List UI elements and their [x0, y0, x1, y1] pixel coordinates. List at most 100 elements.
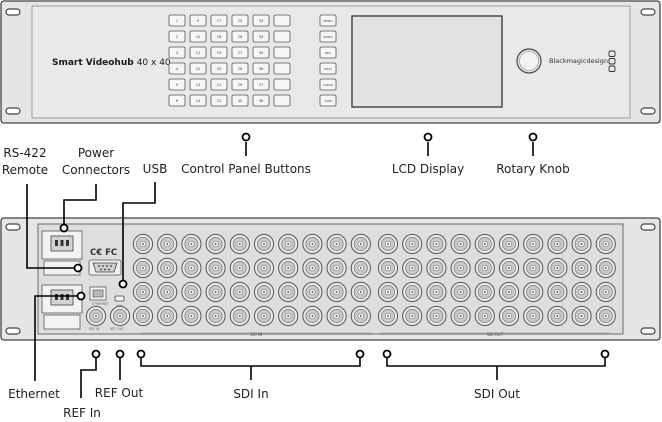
function-button[interactable]: CLEAR	[319, 78, 337, 91]
crosspoint-button[interactable]: 4	[168, 62, 186, 75]
crosspoint-button[interactable]: 19	[210, 46, 228, 59]
sdi-in-connector[interactable]	[229, 233, 250, 255]
sdi-in-connector[interactable]	[181, 305, 202, 327]
crosspoint-button[interactable]	[273, 78, 291, 91]
function-button[interactable]: DEST	[319, 62, 337, 75]
function-button[interactable]: TAKE	[319, 94, 337, 107]
function-button[interactable]: MENU	[319, 14, 337, 27]
ref-out-connector[interactable]	[109, 305, 131, 327]
sdi-out-connector[interactable]	[426, 305, 447, 327]
crosspoint-button[interactable]	[273, 14, 291, 27]
crosspoint-button[interactable]: 37	[252, 78, 270, 91]
sdi-out-connector[interactable]	[523, 257, 544, 279]
sdi-in-connector[interactable]	[253, 233, 275, 255]
sdi-out-connector[interactable]	[498, 233, 520, 255]
crosspoint-button[interactable]: 6	[168, 94, 186, 107]
crosspoint-button[interactable]: 5	[168, 78, 186, 91]
sdi-in-connector[interactable]	[205, 257, 226, 279]
sdi-in-connector[interactable]	[157, 305, 178, 327]
sdi-in-connector[interactable]	[253, 305, 275, 327]
sdi-out-connector[interactable]	[595, 305, 616, 327]
crosspoint-button[interactable]: 2	[168, 30, 186, 43]
crosspoint-button[interactable]: 21	[210, 78, 228, 91]
sdi-in-connector[interactable]	[205, 281, 226, 303]
sdi-in-connector[interactable]	[157, 281, 178, 303]
sdi-out-connector[interactable]	[474, 305, 495, 327]
sdi-in-connector[interactable]	[253, 281, 275, 303]
sdi-in-connector[interactable]	[302, 281, 323, 303]
crosspoint-button[interactable]: 18	[210, 30, 228, 43]
crosspoint-button[interactable]: 25	[231, 14, 249, 27]
crosspoint-button[interactable]	[273, 94, 291, 107]
function-button[interactable]: REC	[319, 46, 337, 59]
sdi-in-connector[interactable]	[278, 281, 299, 303]
crosspoint-button[interactable]: 22	[210, 94, 228, 107]
function-button[interactable]: VIDEO	[319, 30, 337, 43]
sdi-in-connector[interactable]	[132, 233, 154, 255]
rotary-knob[interactable]	[516, 48, 542, 74]
crosspoint-button[interactable]: 26	[231, 30, 249, 43]
sdi-in-connector[interactable]	[229, 281, 250, 303]
crosspoint-button[interactable]: 38	[252, 94, 270, 107]
crosspoint-button[interactable]: 30	[231, 94, 249, 107]
sdi-out-connector[interactable]	[498, 257, 520, 279]
sdi-out-connector[interactable]	[595, 281, 616, 303]
sdi-out-connector[interactable]	[402, 257, 423, 279]
crosspoint-button[interactable]	[273, 30, 291, 43]
crosspoint-button[interactable]: 9	[189, 14, 207, 27]
sdi-in-connector[interactable]	[302, 233, 323, 255]
sdi-out-connector[interactable]	[450, 305, 471, 327]
sdi-in-connector[interactable]	[326, 257, 347, 279]
sdi-in-connector[interactable]	[278, 233, 299, 255]
sdi-out-connector[interactable]	[547, 233, 568, 255]
crosspoint-button[interactable]: 17	[210, 14, 228, 27]
sdi-in-connector[interactable]	[350, 257, 371, 279]
sdi-out-connector[interactable]	[571, 257, 592, 279]
crosspoint-button[interactable]: 27	[231, 46, 249, 59]
sdi-out-connector[interactable]	[523, 281, 544, 303]
crosspoint-button[interactable]: 1	[168, 14, 186, 27]
sdi-out-connector[interactable]	[450, 281, 471, 303]
crosspoint-button[interactable]: 36	[252, 62, 270, 75]
sdi-out-connector[interactable]	[547, 281, 568, 303]
crosspoint-button[interactable]: 28	[231, 62, 249, 75]
sdi-in-connector[interactable]	[326, 281, 347, 303]
sdi-out-connector[interactable]	[450, 233, 471, 255]
crosspoint-button[interactable]: 20	[210, 62, 228, 75]
sdi-in-connector[interactable]	[229, 257, 250, 279]
sdi-out-connector[interactable]	[450, 257, 471, 279]
sdi-in-connector[interactable]	[229, 305, 250, 327]
crosspoint-button[interactable]: 13	[189, 78, 207, 91]
sdi-in-connector[interactable]	[350, 233, 371, 255]
ethernet-port[interactable]	[89, 286, 107, 301]
sdi-in-connector[interactable]	[157, 233, 178, 255]
sdi-out-connector[interactable]	[474, 233, 495, 255]
sdi-out-connector[interactable]	[402, 305, 423, 327]
sdi-in-connector[interactable]	[278, 305, 299, 327]
sdi-in-connector[interactable]	[253, 257, 275, 279]
sdi-in-connector[interactable]	[205, 305, 226, 327]
sdi-in-connector[interactable]	[181, 233, 202, 255]
crosspoint-button[interactable]: 12	[189, 62, 207, 75]
sdi-out-connector[interactable]	[498, 305, 520, 327]
crosspoint-button[interactable]: 34	[252, 30, 270, 43]
crosspoint-button[interactable]: 29	[231, 78, 249, 91]
crosspoint-button[interactable]: 11	[189, 46, 207, 59]
sdi-out-connector[interactable]	[595, 233, 616, 255]
crosspoint-button[interactable]: 14	[189, 94, 207, 107]
sdi-out-connector[interactable]	[426, 233, 447, 255]
sdi-in-connector[interactable]	[132, 281, 154, 303]
rs422-port[interactable]	[88, 259, 122, 276]
sdi-out-connector[interactable]	[547, 257, 568, 279]
sdi-out-connector[interactable]	[377, 257, 399, 279]
sdi-out-connector[interactable]	[571, 281, 592, 303]
sdi-out-connector[interactable]	[426, 257, 447, 279]
sdi-in-connector[interactable]	[132, 257, 154, 279]
crosspoint-button[interactable]: 3	[168, 46, 186, 59]
sdi-out-connector[interactable]	[571, 233, 592, 255]
sdi-in-connector[interactable]	[326, 233, 347, 255]
sdi-out-connector[interactable]	[498, 281, 520, 303]
crosspoint-button[interactable]: 35	[252, 46, 270, 59]
sdi-out-connector[interactable]	[474, 281, 495, 303]
crosspoint-button[interactable]: 33	[252, 14, 270, 27]
